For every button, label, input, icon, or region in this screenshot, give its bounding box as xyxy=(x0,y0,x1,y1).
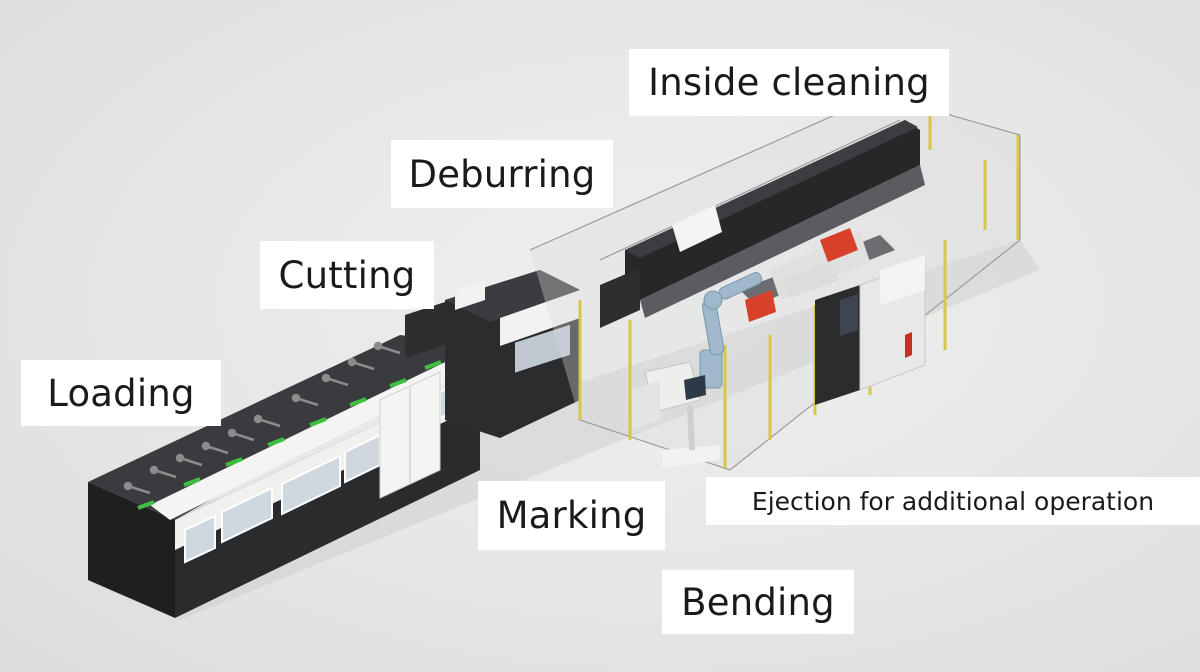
ejection-label: Ejection for additional operation xyxy=(706,477,1200,525)
inside-cleaning-label: Inside cleaning xyxy=(629,49,949,116)
inside-cleaning-station xyxy=(600,120,925,328)
control-panel xyxy=(632,361,720,468)
cutting-station xyxy=(405,270,580,438)
loading-label: Loading xyxy=(21,360,221,426)
loading-station xyxy=(88,335,490,618)
cutting-label: Cutting xyxy=(260,241,434,309)
marking-label: Marking xyxy=(478,481,665,550)
bending-label: Bending xyxy=(662,570,854,634)
deburring-label: Deburring xyxy=(391,140,613,208)
ejection-station xyxy=(780,255,926,405)
